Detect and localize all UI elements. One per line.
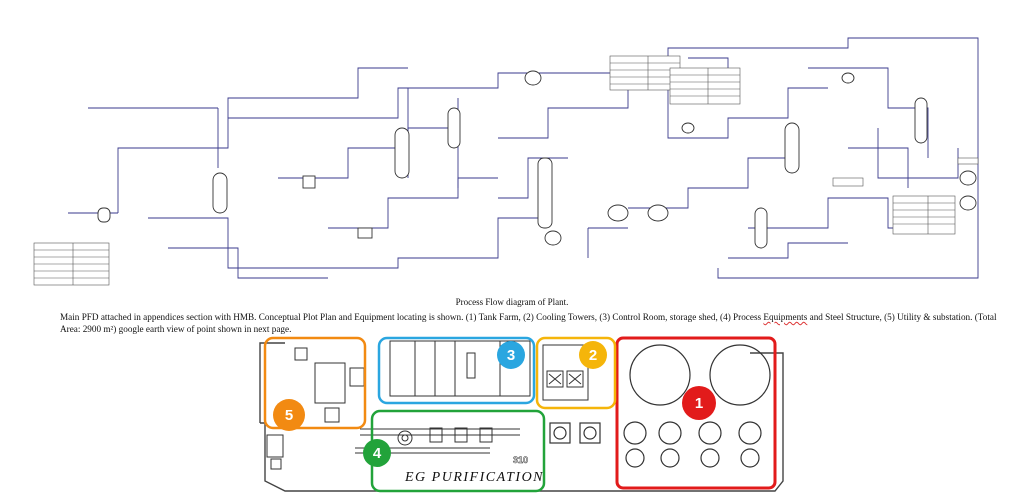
utility-area-equipment: [266, 347, 365, 470]
zone-number-3: 3: [507, 347, 515, 364]
area-tag-label: 310: [513, 455, 528, 465]
figure-caption: Process Flow diagram of Plant.: [455, 297, 569, 307]
control-room-building: [389, 340, 531, 397]
process-flow-diagram: [33, 37, 979, 286]
zone-number-4: 4: [373, 445, 382, 462]
zone-marker-2: [579, 341, 607, 369]
cooling-tower-units: [542, 344, 589, 401]
zone-boundary-utility: [263, 336, 367, 430]
description-text-part2: and Steel Structure, (5) Utility & subst…: [60, 312, 997, 334]
zone-marker-4: [363, 439, 391, 467]
pfd-equipment: [97, 70, 977, 249]
pfd-data-tables: [33, 55, 979, 286]
zone-boundary-tank-farm: [615, 336, 777, 490]
description-text-part1: Main PFD attached in appendices section …: [60, 312, 764, 322]
pfd-stream-lines: [68, 37, 979, 279]
zone-boundary-cooling-towers: [535, 336, 617, 410]
description-underlined-word: Equipments: [763, 312, 808, 322]
site-title-text: EG PURIFICATION: [404, 470, 544, 485]
zone-marker-3: [497, 341, 525, 369]
conceptual-plot-plan: 310 EG PURIFICATION 1 2 3 4 5: [259, 336, 784, 493]
zone-marker-5: [273, 399, 305, 431]
zone-number-5: 5: [285, 407, 293, 424]
zone-number-2: 2: [589, 347, 597, 364]
zone-number-1: 1: [695, 395, 703, 412]
zone-boundary-control-room: [377, 336, 536, 405]
plot-plan-description: Main PFD attached in appendices section …: [60, 311, 1015, 335]
tank-farm-tanks: [549, 344, 771, 468]
zone-marker-1: [682, 386, 716, 420]
